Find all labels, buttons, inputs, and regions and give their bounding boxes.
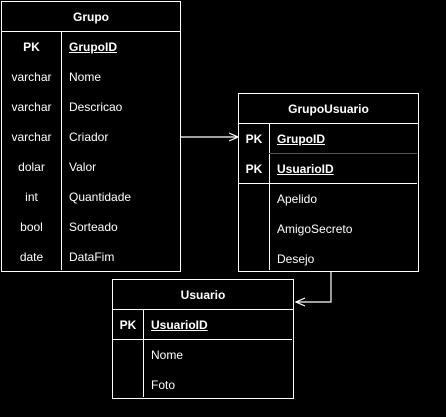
entity-grupo[interactable]: Grupo PK GrupoID varchar Nome varchar De… [1,1,181,272]
entity-grupousuario-title: GrupoUsuario [239,94,418,124]
entity-usuario-field-row: Foto [113,370,293,400]
entity-grupousuario-field-row: Desejo [239,244,418,274]
field-key: PK [245,132,263,146]
entity-grupousuario[interactable]: GrupoUsuario PK GrupoID PK UsuarioID Ape… [238,93,419,272]
field-name: Nome [69,70,102,84]
entity-grupo-row: varchar Nome [2,62,180,92]
entity-grupousuario-field-row: AmigoSecreto [239,214,418,244]
field-name: GrupoID [277,132,325,146]
field-key: PK [245,162,263,176]
field-name: Apelido [277,192,318,206]
entity-grupo-row: dolar Valor [2,152,180,182]
entity-usuario-field-row: Nome [113,340,293,370]
field-name: Criador [69,130,109,144]
entity-usuario-title: Usuario [113,280,293,310]
entity-usuario[interactable]: Usuario PK UsuarioID Nome Foto [112,279,294,399]
field-name: Nome [151,348,184,362]
field-type: varchar [11,70,52,84]
field-type: int [25,190,38,204]
field-type: dolar [18,160,45,174]
entity-grupousuario-divider [269,124,270,270]
entity-grupo-divider [61,32,62,270]
field-name: AmigoSecreto [277,222,353,236]
field-name: Foto [151,378,176,392]
entity-grupo-title: Grupo [2,2,180,32]
entity-grupo-row: int Quantidade [2,182,180,212]
entity-grupousuario-key-row: PK GrupoID [239,124,418,154]
field-name: Descricao [69,100,123,114]
entity-grupo-row: date DataFim [2,242,180,272]
field-name: GrupoID [69,40,117,54]
entity-usuario-key-row: PK UsuarioID [113,310,293,340]
entity-usuario-divider [143,310,144,397]
field-type: varchar [11,100,52,114]
field-name: Sorteado [69,220,118,234]
field-name: Desejo [277,252,315,266]
field-key: PK [119,318,137,332]
entity-grupousuario-section-separator [239,183,417,184]
entity-grupousuario-field-row: Apelido [239,184,418,214]
entity-grupousuario-key-separator [269,153,417,154]
field-name: Valor [69,160,97,174]
field-key: PK [23,40,40,54]
field-name: DataFim [69,250,115,264]
field-name: UsuarioID [277,162,334,176]
entity-grupo-row: bool Sorteado [2,212,180,242]
entity-usuario-section-separator [113,339,292,340]
field-type: bool [20,220,43,234]
field-type: date [19,250,44,264]
field-name: Quantidade [69,190,132,204]
field-name: UsuarioID [151,318,208,332]
entity-grupo-row: PK GrupoID [2,32,180,62]
connector-grupousuario-to-usuario [296,272,332,302]
entity-grupo-row: varchar Criador [2,122,180,152]
field-type: varchar [11,130,52,144]
entity-grupo-row: varchar Descricao [2,92,180,122]
entity-grupousuario-key-row: PK UsuarioID [239,154,418,184]
